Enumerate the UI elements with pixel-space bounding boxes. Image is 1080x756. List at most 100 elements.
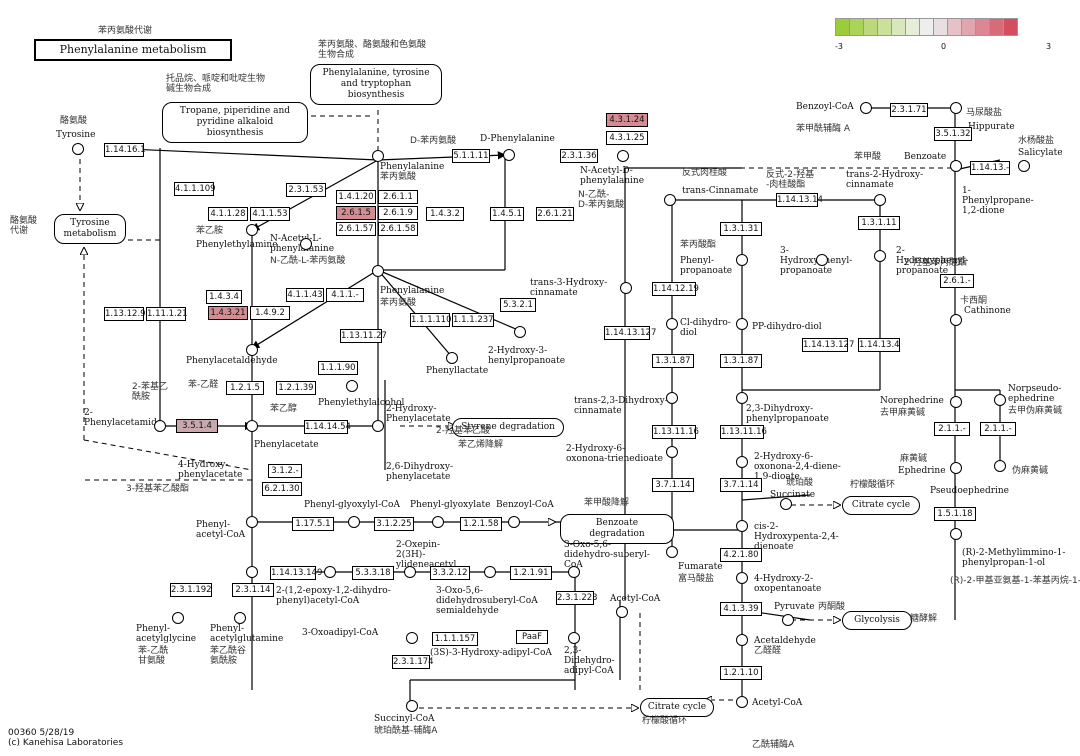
- enzyme-box[interactable]: 2.1.1.-: [980, 422, 1016, 436]
- enzyme-box[interactable]: 1.14.13.149: [270, 566, 323, 580]
- enzyme-box[interactable]: 1.1.1.237: [452, 313, 494, 327]
- compound-salicylate[interactable]: Salicylate: [1018, 148, 1063, 158]
- compound-2-phenylacetamide[interactable]: 2-Phenylacetamide: [84, 408, 163, 428]
- compound-node[interactable]: [514, 326, 526, 338]
- enzyme-box[interactable]: 5.3.2.1: [500, 298, 536, 312]
- compound-node[interactable]: [780, 498, 792, 510]
- enzyme-box[interactable]: 1.4.9.2: [250, 306, 290, 320]
- compound-benzoyl-coa[interactable]: Benzoyl-CoA: [796, 102, 854, 112]
- enzyme-box[interactable]: 5.1.1.11: [452, 149, 490, 163]
- enzyme-box-highlighted[interactable]: 3.5.1.4: [176, 419, 218, 433]
- compound-node[interactable]: [72, 143, 84, 155]
- compound-label[interactable]: cis-2-Hydroxypenta-2,4-dienoate: [754, 522, 839, 552]
- compound-trans-cinnamate[interactable]: trans-Cinnamate: [682, 186, 759, 196]
- compound-node[interactable]: [616, 606, 628, 618]
- map-benzoate[interactable]: Benzoate degradation: [560, 514, 674, 544]
- compound-node[interactable]: [246, 420, 258, 432]
- enzyme-box[interactable]: 6.2.1.30: [262, 482, 302, 496]
- compound-node[interactable]: [994, 394, 1006, 406]
- compound-node[interactable]: [568, 566, 580, 578]
- enzyme-box[interactable]: 1.13.11.16: [720, 425, 767, 439]
- enzyme-box[interactable]: 1.11.1.21: [146, 307, 188, 321]
- enzyme-box[interactable]: 1.17.5.1: [292, 517, 334, 531]
- compound-label[interactable]: Phenyl-glyoxylyl-CoA: [304, 500, 400, 510]
- compound-acetyl-coa[interactable]: Acetyl-CoA: [610, 594, 661, 604]
- compound-node[interactable]: [664, 194, 676, 206]
- page-title[interactable]: Phenylalanine metabolism: [34, 39, 232, 61]
- enzyme-box[interactable]: 1.2.1.58: [460, 517, 502, 531]
- compound-node[interactable]: [950, 160, 962, 172]
- compound-node[interactable]: [406, 700, 418, 712]
- compound-pseudoephedrine[interactable]: Pseudoephedrine: [930, 486, 1010, 496]
- compound-label[interactable]: 2-Hydroxyphenyl-propanoate: [896, 246, 969, 276]
- enzyme-box[interactable]: 4.1.1.28: [208, 207, 248, 221]
- compound-node[interactable]: [736, 318, 748, 330]
- compound-node[interactable]: [1018, 160, 1030, 172]
- compound-fumarate[interactable]: Fumarate: [678, 562, 723, 572]
- compound-node[interactable]: [950, 528, 962, 540]
- enzyme-box[interactable]: 2.3.1.53: [286, 183, 326, 197]
- enzyme-box[interactable]: 1.14.16.1: [104, 143, 146, 157]
- compound-label[interactable]: Phenyl-acetyl-CoA: [196, 520, 246, 540]
- compound-label[interactable]: Acetyl-CoA: [752, 698, 803, 708]
- compound-label[interactable]: (3S)-3-Hydroxy-adipyl-CoA: [430, 648, 552, 658]
- enzyme-box[interactable]: 3.1.2.25: [374, 517, 414, 531]
- compound-node[interactable]: [736, 634, 748, 646]
- compound-label[interactable]: 2,3-Didehydro-adipyl-CoA: [564, 646, 615, 676]
- compound-phenyllactate[interactable]: Phenyllactate: [426, 366, 489, 376]
- compound-node[interactable]: [372, 420, 384, 432]
- enzyme-box[interactable]: 4.3.1.25: [606, 131, 648, 145]
- map-tropane[interactable]: Tropane, piperidine and pyridine alkaloi…: [162, 102, 308, 143]
- compound-node[interactable]: [950, 462, 962, 474]
- enzyme-box[interactable]: 2.6.1.21: [536, 207, 574, 221]
- compound-node[interactable]: [484, 566, 496, 578]
- compound-phenylethylalcohol[interactable]: Phenylethylalcohol: [318, 398, 405, 408]
- compound-cathinone[interactable]: Cathinone: [964, 306, 1011, 316]
- compound-label[interactable]: Cl-dihydro-diol: [680, 318, 731, 338]
- enzyme-box[interactable]: 1.3.1.87: [652, 354, 694, 368]
- enzyme-box[interactable]: 1.14.13.127: [802, 338, 855, 352]
- enzyme-box[interactable]: 1.5.1.18: [934, 507, 976, 521]
- enzyme-box[interactable]: 2.3.1.14: [232, 583, 274, 597]
- enzyme-box[interactable]: 1.4.3.2: [426, 207, 464, 221]
- compound-node[interactable]: [736, 392, 748, 404]
- compound-node[interactable]: [994, 460, 1006, 472]
- compound-label[interactable]: Phenyl-propanoate: [680, 256, 733, 276]
- enzyme-box-highlighted[interactable]: 2.6.1.5: [336, 206, 376, 220]
- enzyme-box[interactable]: 1.4.3.4: [206, 290, 242, 304]
- enzyme-box[interactable]: 1.13.11.27: [340, 329, 387, 343]
- compound-tyrosine[interactable]: Tyrosine: [56, 130, 96, 140]
- enzyme-box[interactable]: 1.3.1.11: [858, 216, 900, 230]
- enzyme-box[interactable]: 2.3.1.223: [556, 591, 598, 605]
- map-phe-tyr-trp[interactable]: Phenylalanine, tyrosine and tryptophan b…: [310, 64, 442, 105]
- compound-phenylacetaldehyde[interactable]: Phenylacetaldehyde: [186, 356, 278, 366]
- enzyme-box[interactable]: 1.1.1.90: [318, 361, 358, 375]
- enzyme-box[interactable]: 1.13.11.16: [652, 425, 699, 439]
- compound-phenylethylamine[interactable]: Phenylethylamine: [196, 240, 278, 250]
- compound-label[interactable]: 2-Hydroxy-6-oxonona-2,4-diene-1,9-dioate: [754, 452, 841, 482]
- compound-node[interactable]: [736, 696, 748, 708]
- compound-2-hydroxy-phenylacetate[interactable]: 2-Hydroxy-Phenylacetate: [386, 404, 451, 424]
- compound-node[interactable]: [154, 420, 166, 432]
- compound-label[interactable]: 3-Oxo-5,6-didehydro-suberyl-CoA: [564, 540, 650, 570]
- compound-hippurate[interactable]: Hippurate: [968, 122, 1015, 132]
- enzyme-box[interactable]: 2.6.1.57: [336, 222, 376, 236]
- enzyme-box[interactable]: 2.3.1.71: [890, 103, 928, 117]
- compound-label[interactable]: PP-dihydro-diol: [752, 322, 822, 332]
- compound-label[interactable]: trans-3-Hydroxy-cinnamate: [530, 278, 608, 298]
- enzyme-box[interactable]: 3.5.1.32: [934, 127, 972, 141]
- enzyme-box-highlighted[interactable]: 4.3.1.24: [606, 113, 648, 127]
- compound-label[interactable]: 1-Phenylpropane-1,2-dione: [962, 186, 1034, 216]
- compound-node[interactable]: [324, 566, 336, 578]
- compound-node[interactable]: [503, 149, 515, 161]
- compound-succinyl-coa[interactable]: Succinyl-CoA: [374, 714, 435, 724]
- compound-phenylacetate[interactable]: Phenylacetate: [254, 440, 319, 450]
- enzyme-box[interactable]: 1.2.1.10: [720, 666, 762, 680]
- compound-node[interactable]: [300, 238, 312, 250]
- map-citrate-1[interactable]: Citrate cycle: [842, 496, 920, 515]
- compound-node[interactable]: [246, 566, 258, 578]
- compound-label[interactable]: Phenyl-acetylglutamine: [210, 624, 284, 644]
- compound-label[interactable]: 3-Oxo-5,6-didehydrosuberyl-CoA semialdeh…: [436, 586, 538, 616]
- enzyme-box[interactable]: 4.1.3.39: [720, 602, 762, 616]
- compound-node[interactable]: [874, 250, 886, 262]
